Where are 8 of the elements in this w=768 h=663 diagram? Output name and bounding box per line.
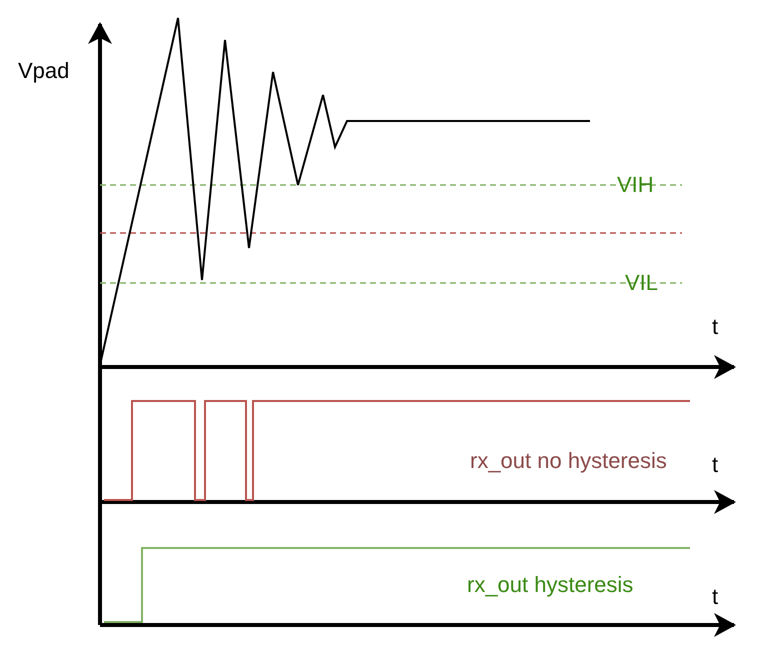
axis-label: t xyxy=(712,584,718,610)
signal-label: rx_out hysteresis xyxy=(467,572,634,598)
signal-label: rx_out no hysteresis xyxy=(470,448,667,474)
threshold-label: VIL xyxy=(625,270,658,296)
axis-label: Vpad xyxy=(18,58,70,84)
axis-label: t xyxy=(712,452,718,478)
threshold-label: VIH xyxy=(617,172,654,198)
axis-label: t xyxy=(712,314,718,340)
